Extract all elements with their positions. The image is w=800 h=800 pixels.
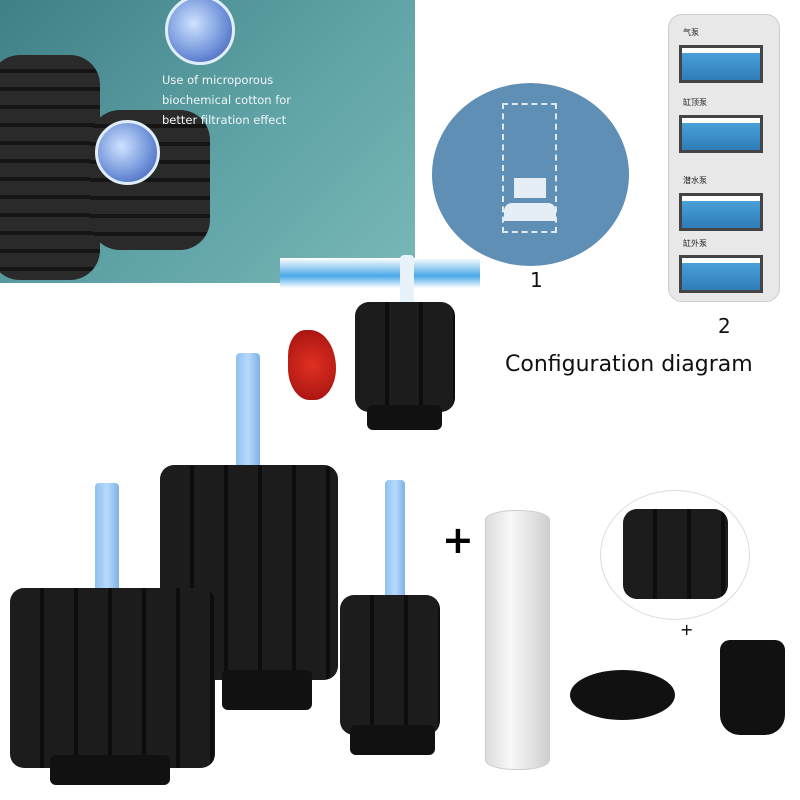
base-medium	[50, 755, 170, 785]
sponge-small	[340, 595, 440, 735]
diagram-1-label: 1	[530, 268, 543, 292]
strainer-part	[720, 640, 785, 735]
filter-base-part	[570, 670, 675, 720]
tube-large	[236, 353, 260, 473]
configuration-caption: Configuration diagram	[505, 352, 753, 377]
microbe-bubble	[165, 0, 235, 65]
microporous-cotton-panel: Use of microporous biochemical cotton fo…	[0, 0, 415, 283]
diagram-2-label: 2	[718, 314, 731, 338]
base-large	[222, 670, 312, 710]
diagram-2-card: 气泵 缸顶泵 潜水泵 缸外泵	[668, 14, 780, 302]
filter-base	[367, 405, 442, 430]
tube-medium	[95, 483, 119, 593]
filter-sponge-small	[355, 302, 455, 412]
sponge-stack-image	[0, 55, 100, 280]
diagram-1-circle	[432, 83, 629, 266]
caption: Use of microporous biochemical cotton fo…	[162, 73, 292, 127]
plus-sign-small: +	[680, 620, 694, 639]
plus-sign: +	[442, 518, 474, 562]
clear-tube	[485, 510, 550, 770]
bacteria-bubble	[95, 120, 160, 185]
filter-tube	[400, 255, 414, 305]
betta-fish-image	[288, 330, 336, 400]
sponge-medium	[10, 588, 215, 768]
water-splash	[280, 258, 480, 288]
base-small	[350, 725, 435, 755]
tube-small	[385, 480, 405, 600]
sponge-detail-circle	[600, 490, 750, 620]
